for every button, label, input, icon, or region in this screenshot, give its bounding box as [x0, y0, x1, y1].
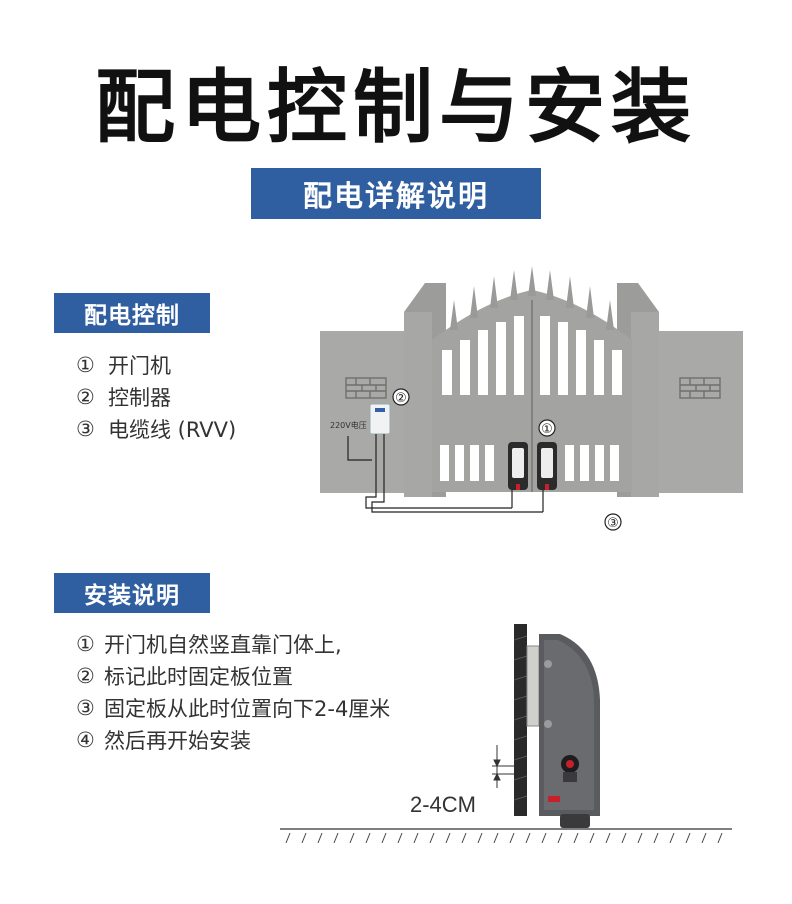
gate: [432, 266, 632, 492]
right-brick-icon: [679, 377, 721, 399]
left-brick-icon: [345, 377, 387, 399]
cable-lines: [347, 434, 544, 513]
page-title: 配电控制与安装: [95, 61, 697, 154]
section-tag-wiring: 配电控制: [54, 293, 210, 333]
item-number: ④: [76, 728, 95, 752]
gate-opener-icon: [508, 442, 557, 490]
right-wall: [657, 331, 743, 493]
item-label: 开门机自然竖直靠门体上,: [104, 633, 342, 657]
subtitle-banner: 配电详解说明: [251, 168, 541, 219]
marker-1: ①: [538, 419, 556, 437]
section-tag-install: 安装说明: [54, 573, 210, 613]
lock-icon: [561, 755, 579, 782]
dimension-marker: [492, 745, 514, 788]
voltage-label: 220V电压: [330, 420, 367, 430]
item-number: ①: [76, 632, 95, 656]
ground-hatching: [285, 832, 723, 844]
dimension-label: 2-4CM: [410, 792, 476, 817]
list-item: ④ 然后再开始安装: [76, 724, 390, 756]
installation-illustration: 2-4CM: [280, 624, 732, 844]
left-wall: [320, 331, 412, 493]
list-item: ③ 固定板从此时位置向下2-4厘米: [76, 692, 390, 724]
svg-text:③: ③: [607, 516, 619, 531]
marker-2: ②: [392, 388, 410, 406]
item-label: 标记此时固定板位置: [104, 665, 293, 689]
svg-text:①: ①: [541, 422, 553, 437]
marker-3: ③: [604, 513, 622, 531]
item-label: 控制器: [108, 386, 171, 410]
install-list: ① 开门机自然竖直靠门体上, ② 标记此时固定板位置 ③ 固定板从此时位置向下2-4厘…: [76, 628, 390, 756]
item-label: 然后再开始安装: [104, 729, 251, 753]
list-item: ② 控制器: [76, 381, 236, 413]
list-item: ① 开门机自然竖直靠门体上,: [76, 628, 390, 660]
item-number: ③: [76, 696, 95, 720]
wiring-list: ① 开门机 ② 控制器 ③ 电缆线 (RVV): [76, 349, 236, 445]
svg-text:②: ②: [395, 391, 407, 406]
list-item: ② 标记此时固定板位置: [76, 660, 390, 692]
list-item: ① 开门机: [76, 349, 236, 381]
item-label: 开门机: [108, 354, 171, 378]
list-item: ③ 电缆线 (RVV): [76, 413, 236, 445]
controller-icon: [369, 403, 391, 435]
item-number: ①: [76, 353, 95, 377]
item-number: ③: [76, 417, 95, 441]
mounting-plate: [526, 645, 540, 727]
gate-post: [514, 624, 527, 816]
item-label: 电缆线 (RVV): [108, 418, 237, 442]
item-number: ②: [76, 664, 95, 688]
item-label: 固定板从此时位置向下2-4厘米: [104, 697, 391, 721]
item-number: ②: [76, 385, 95, 409]
